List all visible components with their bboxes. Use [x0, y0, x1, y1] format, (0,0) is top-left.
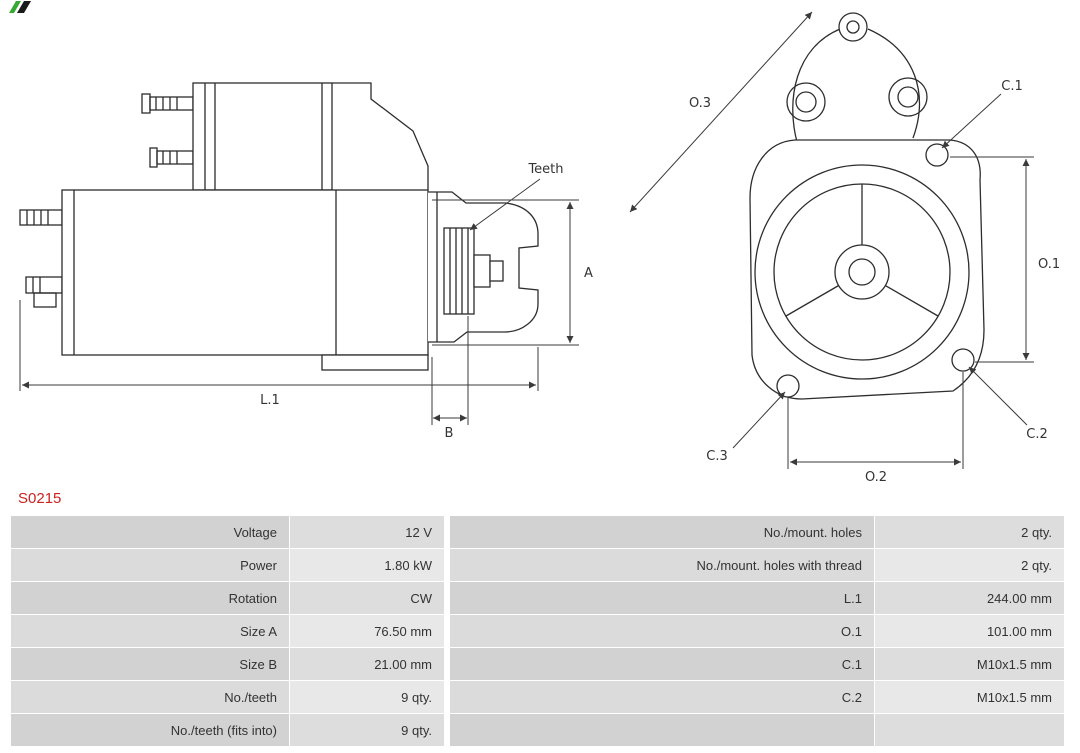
spec-label: No./teeth (fits into)	[11, 714, 289, 746]
spec-row: No./mount. holes with thread 2 qty.	[450, 549, 1064, 581]
spec-row: C.2 M10x1.5 mm	[450, 681, 1064, 713]
dim-label-b: B	[445, 426, 454, 441]
solenoid-terminals	[141, 93, 194, 168]
spec-label: L.1	[450, 582, 874, 614]
dim-label-c1: C.1	[1001, 79, 1022, 94]
spec-row: L.1 244.00 mm	[450, 582, 1064, 614]
spec-row: Size B 21.00 mm	[11, 648, 444, 680]
spec-label: C.1	[450, 648, 874, 680]
dim-label-c2: C.2	[1026, 427, 1047, 442]
spec-label: Power	[11, 549, 289, 581]
spec-value: CW	[290, 582, 444, 614]
starter-side-view: Teeth A L.1 B	[19, 82, 593, 441]
spec-row: Voltage 12 V	[11, 516, 444, 548]
part-number: S0215	[18, 490, 62, 507]
logo-green-shape	[9, 1, 21, 13]
specifications-table: Voltage 12 V Power 1.80 kW Rotation CW S…	[10, 515, 1065, 747]
spec-row: No./teeth 9 qty.	[11, 681, 444, 713]
spec-value: 2 qty.	[875, 549, 1064, 581]
spec-value: 244.00 mm	[875, 582, 1064, 614]
mounting-holes	[776, 143, 975, 398]
spec-value: 9 qty.	[290, 714, 444, 746]
spec-label	[450, 714, 874, 746]
top-bracket	[786, 12, 928, 143]
logo-black-shape	[17, 1, 31, 13]
technical-drawing: Teeth A L.1 B	[19, 11, 1060, 485]
drive-end-housing	[428, 191, 539, 343]
spec-label: No./teeth	[11, 681, 289, 713]
spec-label: Size A	[11, 615, 289, 647]
spec-value: 9 qty.	[290, 681, 444, 713]
bearing-circles	[754, 164, 970, 380]
spec-value: 2 qty.	[875, 516, 1064, 548]
side-view-dimensions: Teeth A L.1 B	[19, 162, 593, 441]
rear-terminals	[19, 209, 63, 308]
spec-value	[875, 714, 1064, 746]
mount-hole-c3	[776, 374, 800, 398]
front-view-dimensions: O.3 C.1 O.1 C.2 C.3 O.2	[629, 11, 1060, 485]
spec-row	[450, 714, 1064, 746]
mount-hole-c2	[951, 348, 975, 372]
spec-table-right: No./mount. holes 2 qty. No./mount. holes…	[449, 515, 1065, 747]
spec-value: 12 V	[290, 516, 444, 548]
dim-label-c3: C.3	[706, 449, 727, 464]
pinion-gear	[443, 227, 475, 315]
spec-value: 21.00 mm	[290, 648, 444, 680]
starter-front-view: O.3 C.1 O.1 C.2 C.3 O.2	[629, 11, 1060, 485]
spec-row: Rotation CW	[11, 582, 444, 614]
dim-label-a: A	[584, 266, 593, 281]
spec-value: 101.00 mm	[875, 615, 1064, 647]
spec-value: 1.80 kW	[290, 549, 444, 581]
spec-label: No./mount. holes	[450, 516, 874, 548]
dim-label-o2: O.2	[865, 470, 887, 485]
spec-row: O.1 101.00 mm	[450, 615, 1064, 647]
mount-hole-c1	[925, 143, 949, 167]
solenoid	[192, 82, 429, 191]
spec-label: Voltage	[11, 516, 289, 548]
dim-label-o1: O.1	[1038, 257, 1060, 272]
brand-logo	[9, 1, 31, 13]
spec-label: Rotation	[11, 582, 289, 614]
motor-body	[61, 189, 429, 371]
dim-label-l1: L.1	[260, 393, 280, 408]
spec-value: M10x1.5 mm	[875, 648, 1064, 680]
spec-label: O.1	[450, 615, 874, 647]
spec-row: C.1 M10x1.5 mm	[450, 648, 1064, 680]
spec-row: No./teeth (fits into) 9 qty.	[11, 714, 444, 746]
spec-value: M10x1.5 mm	[875, 681, 1064, 713]
spec-value: 76.50 mm	[290, 615, 444, 647]
spec-row: Size A 76.50 mm	[11, 615, 444, 647]
spec-table-left: Voltage 12 V Power 1.80 kW Rotation CW S…	[10, 515, 445, 747]
dim-label-teeth: Teeth	[527, 162, 563, 177]
spec-label: Size B	[11, 648, 289, 680]
spec-row: Power 1.80 kW	[11, 549, 444, 581]
spec-label: C.2	[450, 681, 874, 713]
spec-row: No./mount. holes 2 qty.	[450, 516, 1064, 548]
dim-label-o3: O.3	[689, 96, 711, 111]
spec-label: No./mount. holes with thread	[450, 549, 874, 581]
